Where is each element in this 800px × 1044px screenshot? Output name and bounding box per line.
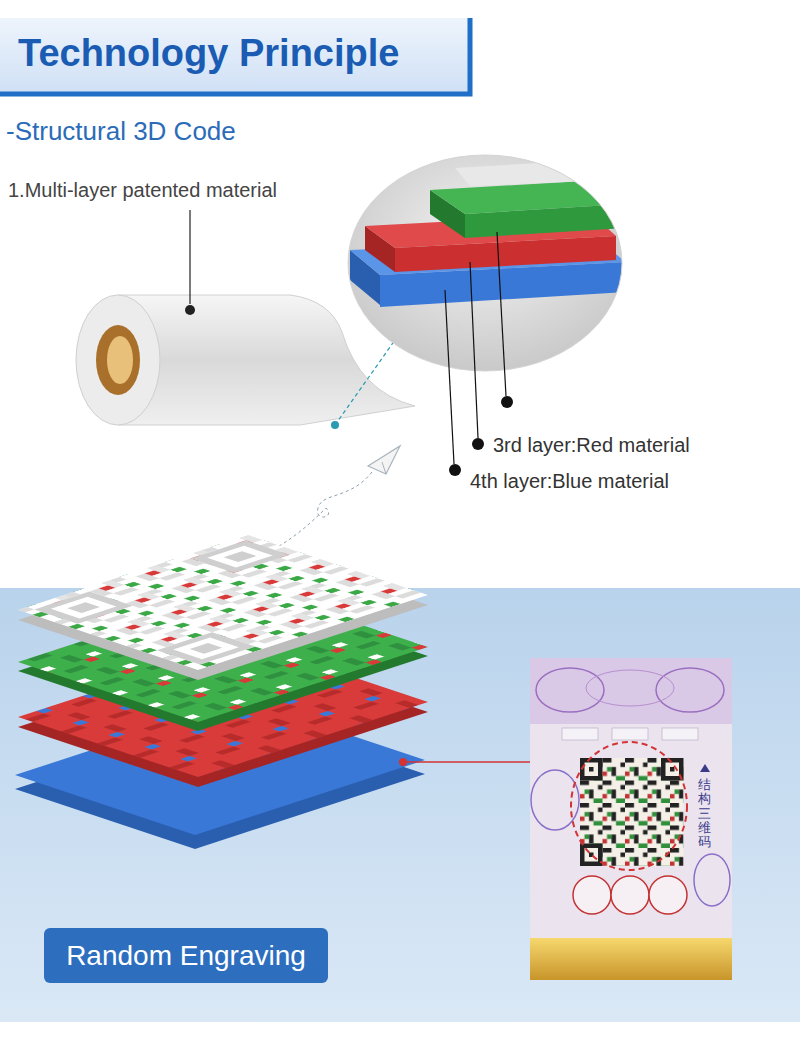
material-label: 1.Multi-layer patented material [8,178,277,202]
vertical-code-label: 结构三维码 [698,778,711,849]
layer-label: 4th layer:Blue material [470,469,669,493]
section-heading: -Structural 3D Code [6,116,236,147]
button-text: Random Engraving [66,939,306,973]
title-text: Technology Principle [18,30,399,76]
button-box: Random Engraving [44,928,328,983]
layer-label: 3rd layer:Red material [493,433,690,457]
